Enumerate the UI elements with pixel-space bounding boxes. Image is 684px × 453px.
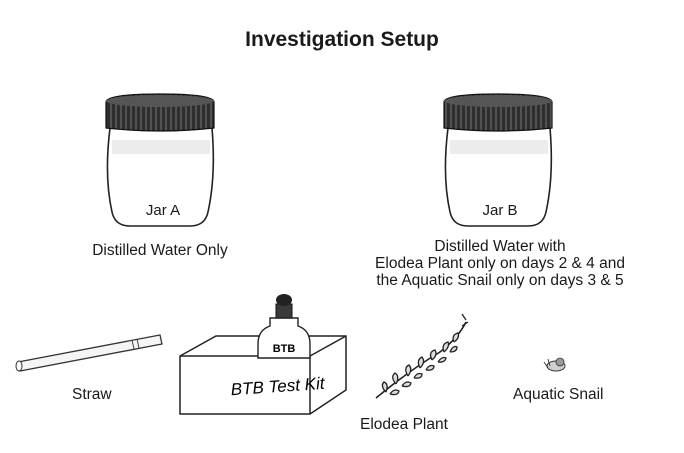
jar-a-caption: Distilled Water Only [60, 242, 260, 259]
jar-b-caption-line: Distilled Water with [434, 238, 566, 255]
btb-bottle-label: BTB [273, 343, 296, 355]
straw [15, 334, 163, 372]
diagram-title: Investigation Setup [245, 28, 439, 51]
btb-bottle [257, 294, 311, 359]
jar-a [105, 93, 215, 227]
aquatic-snail [543, 357, 566, 372]
snail-label: Aquatic Snail [513, 386, 604, 403]
straw-label: Straw [72, 386, 112, 403]
jar-b-caption: Distilled Water with Elodea Plant only o… [340, 238, 660, 289]
elodea-label: Elodea Plant [360, 416, 448, 433]
elodea-plant [375, 313, 469, 399]
jar-b [443, 93, 553, 227]
jar-a-label: Jar A [145, 202, 181, 219]
jar-b-caption-line: Elodea Plant only on days 2 & 4 and [375, 255, 625, 272]
jar-b-caption-line: the Aquatic Snail only on days 3 & 5 [376, 272, 624, 289]
jar-a-caption-line: Distilled Water Only [92, 242, 228, 259]
jar-b-label: Jar B [482, 202, 518, 219]
